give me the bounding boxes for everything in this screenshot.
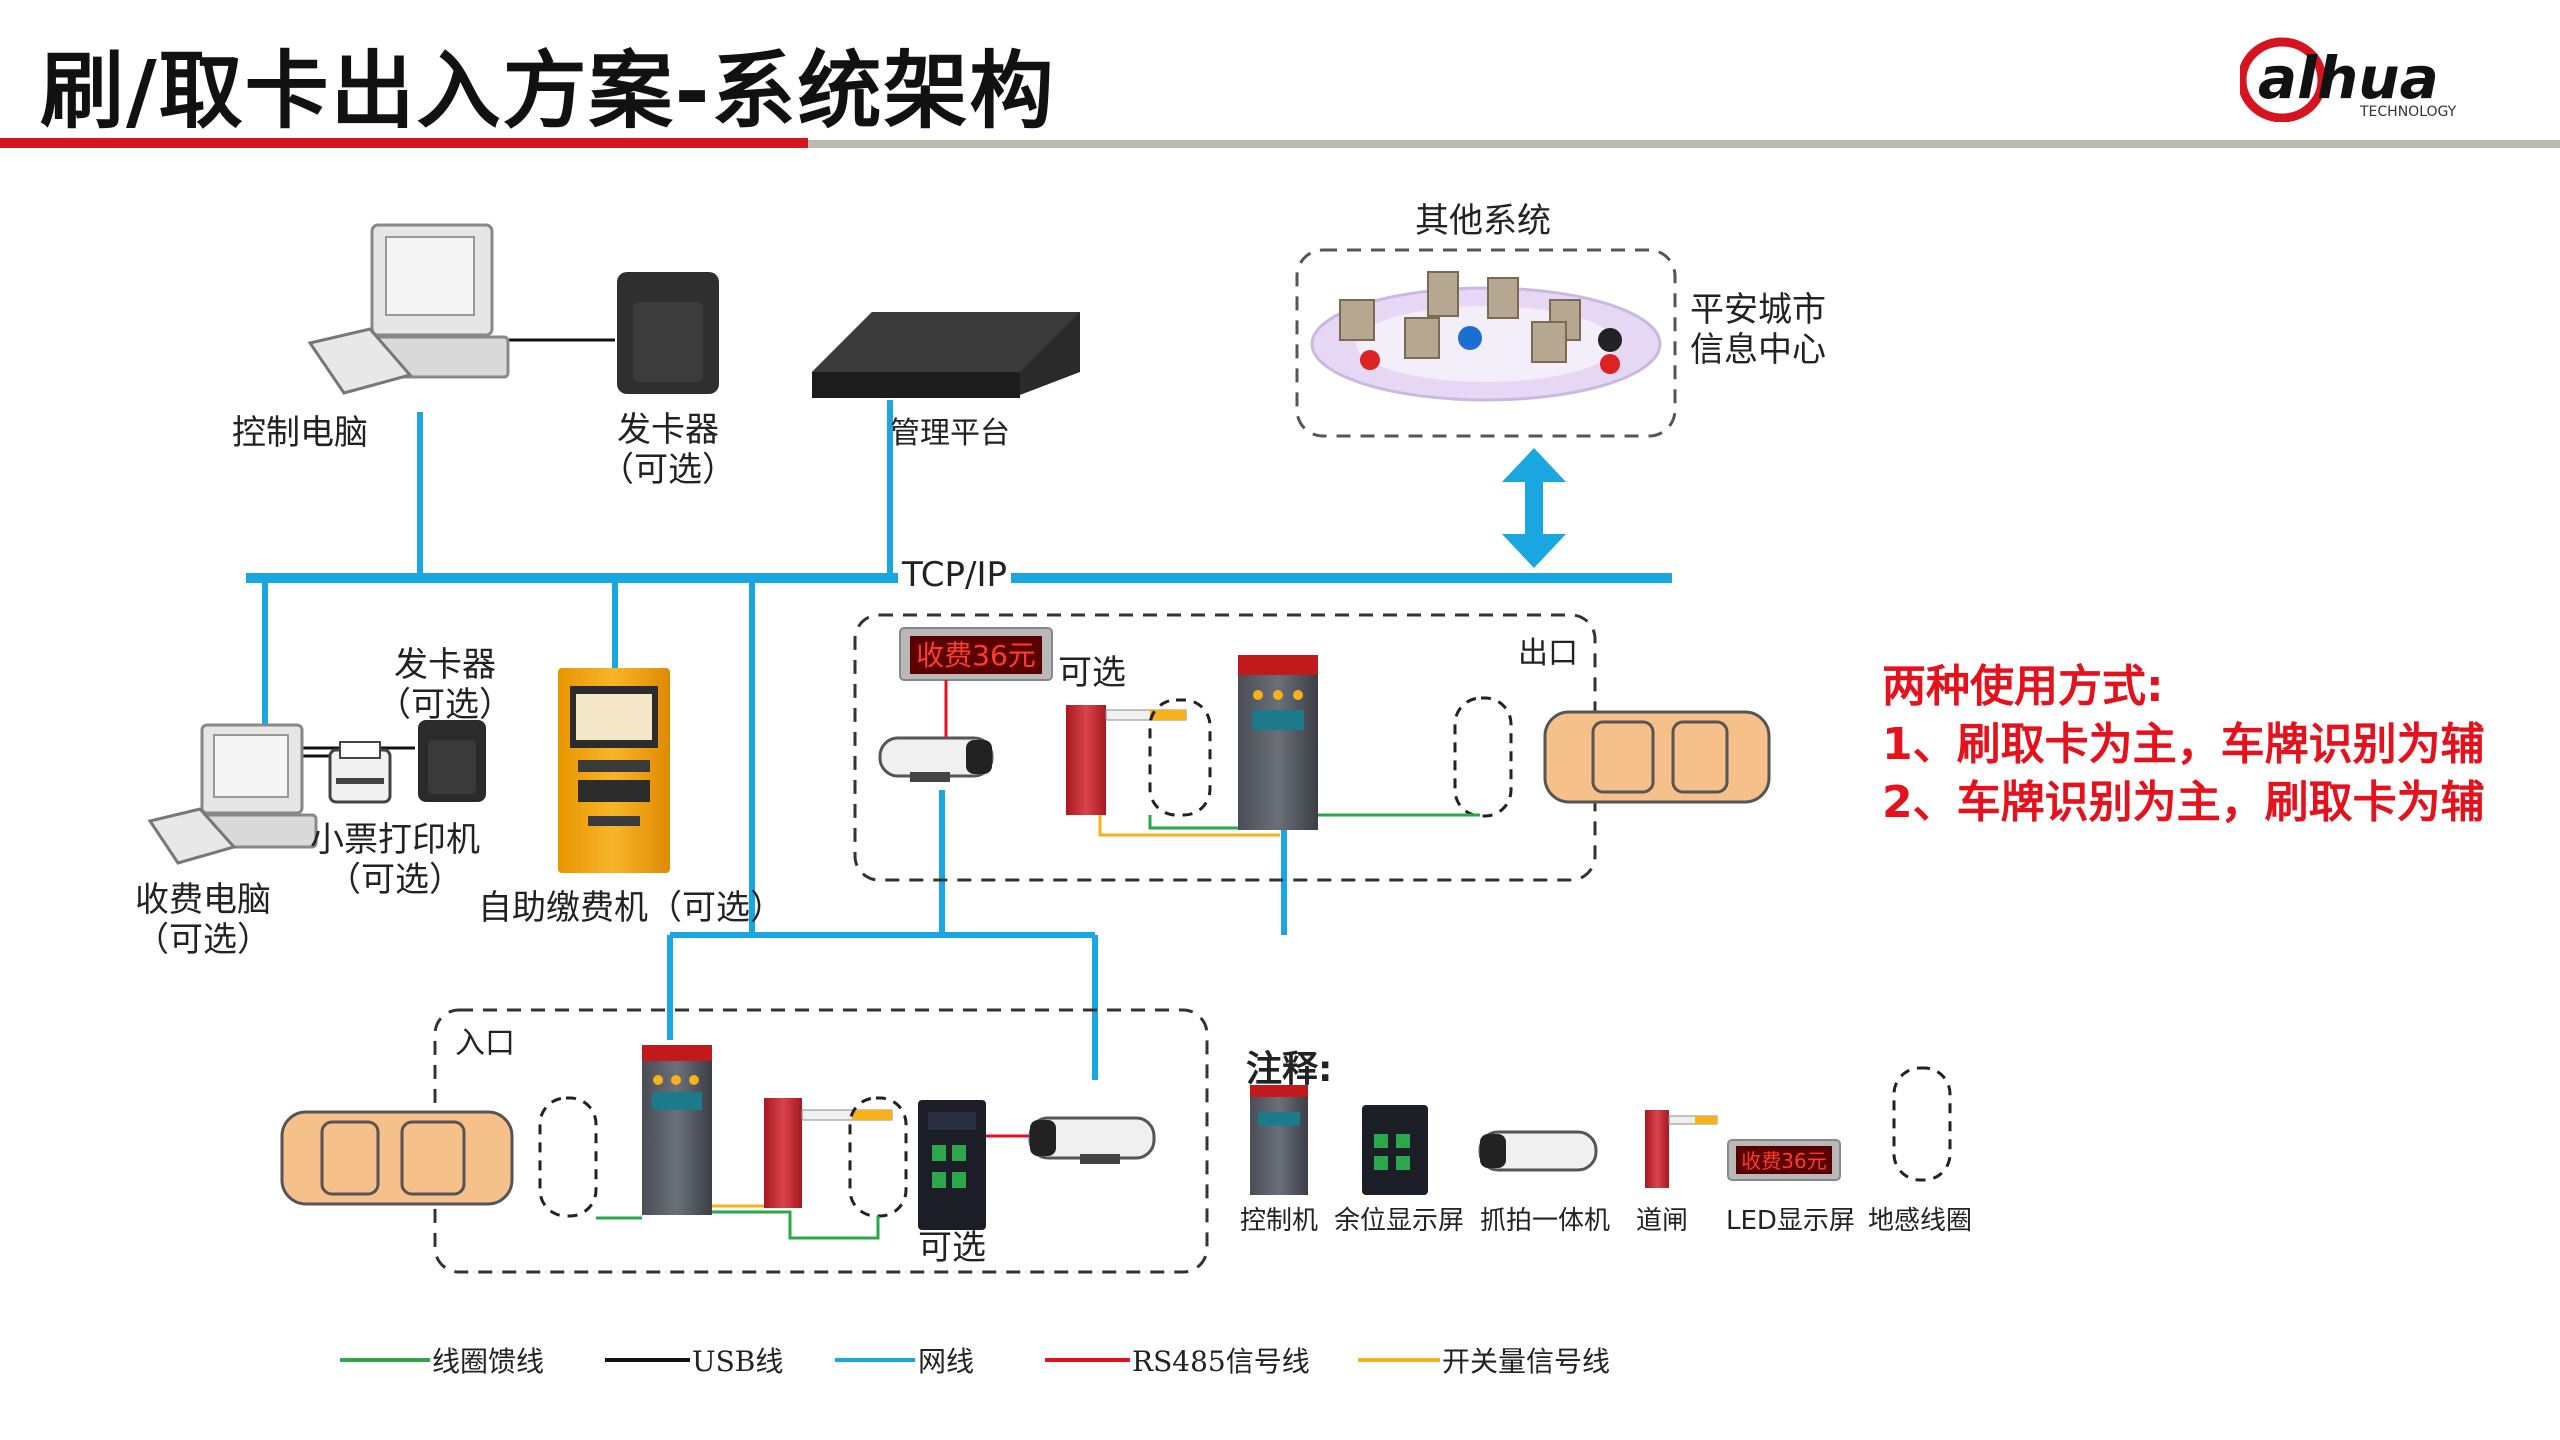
- printer-label: 小票打印机 （可选）: [290, 820, 500, 900]
- note-led-text: 收费36元: [1741, 1149, 1826, 1173]
- toll-pc-name: 收费电脑: [135, 880, 271, 920]
- entry-optional-label: 可选: [918, 1228, 986, 1268]
- exit-barrier-icon: [1066, 705, 1187, 815]
- note-led-icon: 收费36元: [1727, 1139, 1841, 1181]
- legend-switch-label: 开关量信号线: [1442, 1345, 1611, 1378]
- other-systems-label: 其他系统: [1415, 201, 1551, 241]
- self-pay-kiosk-icon: [558, 668, 670, 873]
- entry-car-icon: [280, 1110, 514, 1206]
- note-barrier-icon: [1645, 1110, 1718, 1188]
- note-coil-icon: [1892, 1066, 1952, 1182]
- safe-city-line2: 信息中心: [1690, 330, 1826, 370]
- exit-led-text: 收费36元: [916, 639, 1036, 672]
- note-item-controller: 控制机: [1240, 1206, 1319, 1236]
- header-red-bar: [0, 138, 808, 148]
- legend-network-label: 网线: [918, 1345, 975, 1378]
- control-pc-icon: [307, 223, 510, 395]
- exit-label: 出口: [1518, 636, 1578, 671]
- toll-pc-optional: （可选）: [135, 920, 271, 960]
- safe-city-line1: 平安城市: [1690, 290, 1826, 330]
- toll-pc-icon: [147, 723, 318, 865]
- printer-optional: （可选）: [327, 860, 463, 900]
- entry-barrier-icon: [764, 1098, 893, 1208]
- note-item-camera: 抓拍一体机: [1480, 1206, 1611, 1236]
- exit-car-icon: [1543, 710, 1771, 804]
- note-item-coil: 地感线圈: [1868, 1206, 1973, 1236]
- safe-city-label: 平安城市 信息中心: [1690, 290, 1826, 370]
- logo-subtext: TECHNOLOGY: [2359, 104, 2457, 120]
- legend-rs485-label: RS485信号线: [1132, 1345, 1310, 1378]
- usage-title: 两种使用方式:: [1882, 661, 2164, 712]
- self-pay-label: 自助缴费机（可选）: [478, 888, 784, 928]
- dahua-logo: alhua TECHNOLOGY: [2240, 37, 2457, 122]
- legend-coil-label: 线圈馈线: [432, 1345, 545, 1378]
- note-item-space-display: 余位显示屏: [1334, 1206, 1465, 1236]
- entry-area: [280, 1008, 1209, 1274]
- card-issuer-top-icon: [617, 272, 719, 394]
- notes-title: 注释:: [1246, 1049, 1333, 1090]
- exit-camera-icon: [878, 736, 994, 782]
- management-platform-icon: [812, 312, 1080, 398]
- entry-label: 入口: [455, 1026, 515, 1061]
- mgmt-platform-label: 管理平台: [890, 416, 1010, 451]
- note-camera-icon: [1478, 1130, 1598, 1172]
- header-gray-bar: [808, 140, 2560, 148]
- card-issuer-mid-label: 发卡器 （可选）: [370, 645, 520, 725]
- card-issuer-top-name: 发卡器: [617, 410, 719, 450]
- exit-controller-icon: [1238, 655, 1318, 830]
- note-item-led: LED显示屏: [1726, 1206, 1855, 1236]
- exit-area: 收费36元: [853, 613, 1771, 882]
- card-issuer-mid-optional: （可选）: [377, 685, 513, 725]
- usage-modes: 两种使用方式: 1、刷取卡为主，车牌识别为辅 2、车牌识别为主，刷取卡为辅: [1882, 658, 2485, 832]
- notes-icons: 收费36元: [1250, 1066, 1952, 1195]
- card-issuer-mid-name: 发卡器: [394, 645, 496, 685]
- card-issuer-top-label: 发卡器 （可选）: [586, 410, 750, 490]
- entry-camera-icon: [1028, 1116, 1156, 1164]
- logo-text: alhua: [2258, 44, 2439, 112]
- printer-name: 小票打印机: [310, 820, 480, 860]
- usage-line-1: 1、刷取卡为主，车牌识别为辅: [1882, 719, 2485, 770]
- tcpip-label: TCP/IP: [898, 555, 1012, 595]
- note-space-display-icon: [1362, 1105, 1428, 1195]
- note-item-barrier: 道闸: [1636, 1206, 1689, 1236]
- entry-controller-icon: [642, 1045, 712, 1215]
- exit-optional-label: 可选: [1058, 653, 1126, 693]
- receipt-printer-icon: [328, 741, 392, 804]
- control-pc-label: 控制电脑: [232, 413, 368, 453]
- card-issuer-top-optional: （可选）: [600, 450, 736, 490]
- usage-line-2: 2、车牌识别为主，刷取卡为辅: [1882, 777, 2485, 828]
- double-arrow: [1502, 448, 1566, 568]
- note-controller-icon: [1250, 1085, 1308, 1195]
- legend-usb-label: USB线: [692, 1345, 784, 1378]
- other-systems-box: [1295, 248, 1677, 438]
- entry-space-display-icon: [918, 1100, 986, 1230]
- card-issuer-mid-icon: [418, 720, 486, 802]
- toll-pc-label: 收费电脑 （可选）: [118, 880, 288, 960]
- page-title: 刷/取卡出入方案-系统架构: [40, 42, 1056, 140]
